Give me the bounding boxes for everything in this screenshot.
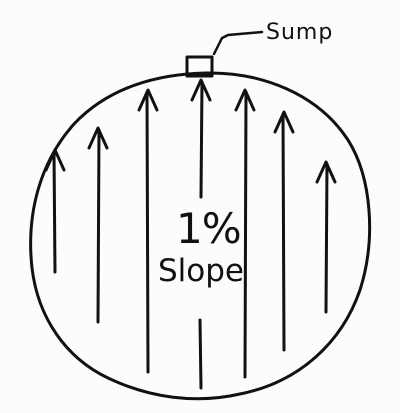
- slope-value: 1%: [176, 204, 242, 253]
- flow-arrow-shaft: [243, 90, 248, 379]
- flow-arrows: [44, 78, 337, 390]
- flow-arrow-shaft: [96, 128, 101, 324]
- flow-arrow-shaft: [281, 112, 286, 352]
- flow-arrow-head: [273, 110, 295, 134]
- flow-arrow-shaft: [52, 150, 57, 274]
- slope-word: Slope: [158, 253, 245, 289]
- flow-arrow-head: [315, 160, 337, 184]
- flow-arrow-shaft: [145, 90, 150, 374]
- floor-outline-circle: [29, 71, 372, 401]
- flow-arrow-head: [44, 148, 66, 172]
- flow-arrow-shaft: [198, 318, 203, 390]
- flow-arrow-shaft: [199, 80, 204, 199]
- flow-arrow-head: [87, 126, 109, 150]
- flow-arrow-shaft: [324, 162, 329, 314]
- flow-arrow-head: [190, 78, 212, 102]
- sump-box: [185, 55, 214, 78]
- flow-arrow-head: [137, 88, 159, 112]
- flow-arrow-head: [234, 88, 256, 112]
- sump-label: Sump: [266, 20, 334, 45]
- sump-leader-line: [212, 30, 264, 56]
